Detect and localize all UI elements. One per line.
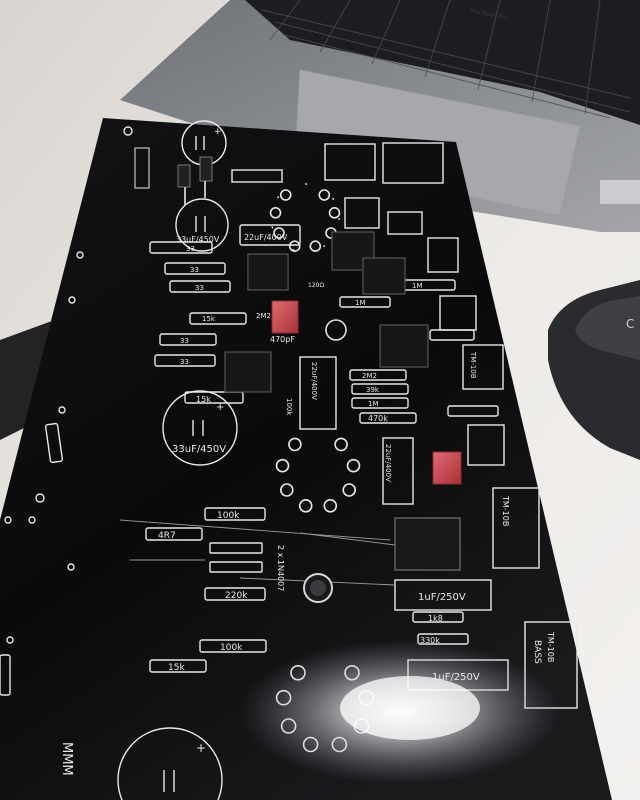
socket-mid-pad: [334, 437, 348, 452]
socket-mid-pad: [323, 498, 338, 513]
socket-mid-pad: [279, 483, 294, 497]
label-120: 120Ω: [308, 282, 324, 289]
label-mmm: MMM: [59, 742, 74, 776]
label-cap-top: 33uF/450V: [176, 235, 220, 244]
label-33-a: 33: [186, 245, 195, 253]
film-cap-5: [379, 324, 429, 368]
socket-mid-pad: [275, 458, 290, 473]
label-330k: 330k: [420, 636, 440, 645]
label-15k-b: 15k: [168, 663, 185, 673]
label-100k-b: 100k: [220, 643, 243, 653]
label-pot-4: BASS: [532, 640, 542, 664]
label-220k: 220k: [225, 591, 248, 601]
film-cap-4: [224, 351, 272, 393]
device-label: C: [626, 317, 634, 331]
label-1m-c: 1M: [412, 282, 423, 290]
socket-top-pad: [309, 240, 322, 252]
label-2m2-b: 2M2: [362, 372, 377, 380]
label-100k-a: 100k: [217, 511, 240, 521]
svg-text:+: +: [196, 741, 206, 755]
label-470k: 470k: [368, 414, 388, 423]
label-39k: 39k: [366, 386, 380, 394]
socket-mid-pad: [288, 437, 302, 452]
label-film-2: 22uF/400V: [310, 362, 318, 400]
label-film-1: 22uF/400V: [244, 233, 288, 242]
laptop: MacBook Pro: [120, 0, 640, 232]
socket-top-pad: [328, 207, 341, 219]
label-15k-a: 15k: [196, 395, 211, 404]
film-cap-3: [362, 257, 406, 295]
socket-top-pad: [318, 189, 331, 201]
label-1m-a: 1M: [355, 299, 366, 307]
label-1k8: 1k8: [428, 614, 443, 623]
socket-top-pad: [279, 189, 292, 201]
label-1uf-b: 1uF/250V: [432, 672, 480, 683]
red-cap-2: [432, 451, 462, 485]
label-33-c: 33: [195, 284, 204, 292]
label-1uf-a: 1uF/250V: [418, 592, 466, 603]
label-33-e: 33: [180, 358, 189, 366]
tube-socket-1: [270, 183, 340, 253]
label-pot-2: TM-10B: [501, 495, 510, 526]
label-100k-c: 100k: [285, 398, 293, 416]
label-470pf: 470pF: [270, 335, 295, 344]
label-33-b: 33: [190, 266, 199, 274]
svg-text:+: +: [216, 402, 224, 413]
socket-mid-pad: [342, 483, 357, 497]
socket-top-pad: [288, 240, 301, 252]
socket-mid-pad: [298, 498, 313, 513]
socket-top-pad: [269, 207, 282, 219]
label-pot-3: TM-10B: [546, 631, 555, 662]
film-cap-6: [394, 517, 461, 571]
label-33-d: 33: [180, 337, 189, 345]
pcb-labels: 33uF/450V 33uF/450V 22uF/400V 22uF/400V …: [59, 233, 555, 776]
label-pot-1: TM-10B: [469, 351, 477, 379]
device-right: C: [548, 280, 640, 460]
socket-top-pad: [273, 227, 285, 239]
label-film-3: 22uF/400V: [384, 444, 392, 482]
components: [177, 156, 462, 603]
label-15k-c: 15k: [202, 315, 216, 323]
red-cap-1: [271, 300, 299, 334]
label-4r7: 4R7: [158, 531, 176, 541]
silkscreen-layer: + + +: [0, 120, 578, 800]
label-cap-main: 33uF/450V: [172, 444, 226, 455]
svg-text:+: +: [214, 127, 222, 137]
label-diodes: 2 x 1N4007: [276, 545, 285, 591]
pcb-board: [0, 118, 612, 800]
film-cap-1: [247, 253, 289, 291]
label-1m-b: 1M: [368, 400, 379, 408]
label-2m2-a: 2M2: [256, 312, 271, 320]
socket-mid-pad: [346, 458, 361, 473]
